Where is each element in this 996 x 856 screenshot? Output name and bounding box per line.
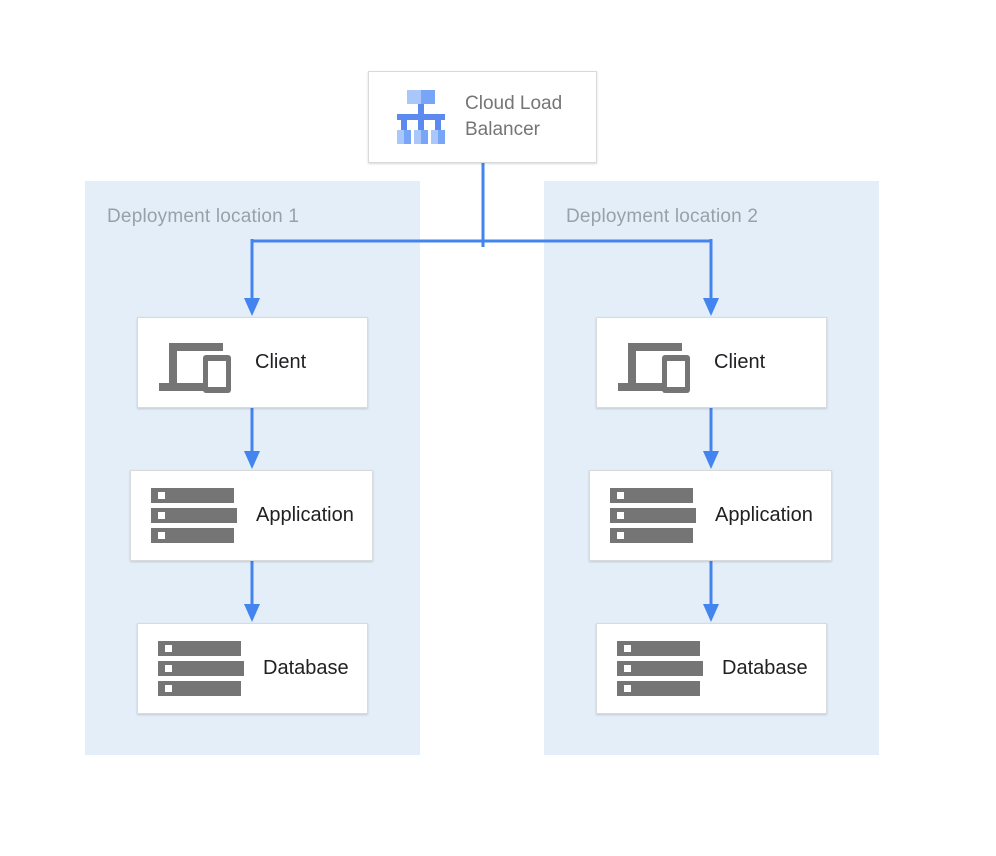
node-application-2: Application (589, 470, 832, 561)
node-label: Client (714, 351, 766, 373)
node-label: Database (722, 657, 808, 679)
server-stack-icon (617, 641, 703, 696)
node-database-1: Database (137, 623, 368, 714)
node-label: Client (255, 351, 307, 373)
zone-2-title: Deployment location 2 (566, 206, 759, 227)
server-stack-icon (158, 641, 244, 696)
load-balancer-icon (397, 90, 445, 144)
server-stack-icon (610, 488, 696, 543)
client-devices-icon (158, 333, 236, 393)
zone-1-title: Deployment location 1 (107, 206, 300, 227)
node-label: Application (256, 504, 354, 526)
node-label: Application (715, 504, 813, 526)
node-database-2: Database (596, 623, 827, 714)
load-balancer-label: Cloud Load Balancer (465, 93, 563, 140)
client-devices-icon (617, 333, 695, 393)
node-cloud-load-balancer: Cloud Load Balancer (368, 71, 597, 163)
server-stack-icon (151, 488, 237, 543)
node-application-1: Application (130, 470, 373, 561)
node-label: Database (263, 657, 349, 679)
node-client-2: Client (596, 317, 827, 408)
node-client-1: Client (137, 317, 368, 408)
